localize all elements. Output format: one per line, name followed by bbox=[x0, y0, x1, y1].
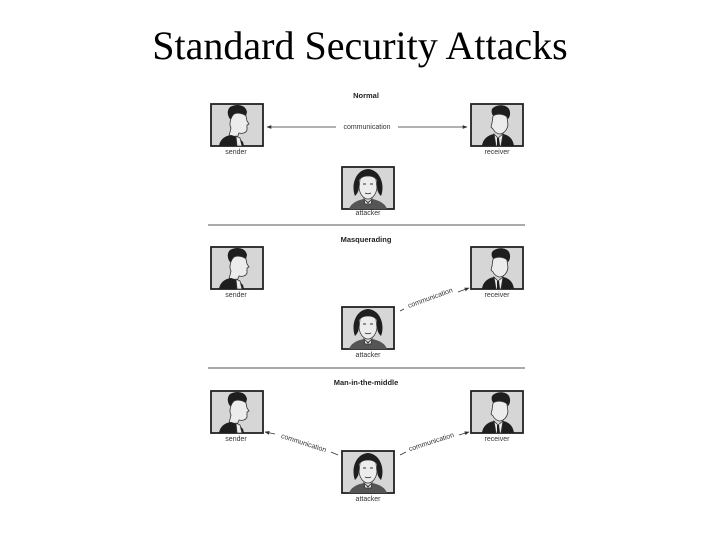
receiver-portrait bbox=[470, 103, 524, 147]
sender-portrait bbox=[210, 103, 264, 147]
attacker-portrait bbox=[341, 450, 395, 494]
section-masquerading: Masquerading sender receiver attacker co… bbox=[210, 235, 524, 359]
communication-tail bbox=[399, 308, 405, 312]
attacker-label: attacker bbox=[356, 352, 382, 359]
communication-arrow-right bbox=[458, 431, 470, 436]
communication-arrow bbox=[457, 287, 470, 293]
attacker-label: attacker bbox=[356, 210, 382, 217]
sender-label: sender bbox=[225, 149, 247, 156]
receiver-label: receiver bbox=[485, 149, 511, 156]
communication-label-left: communication bbox=[280, 433, 327, 454]
sender-label: sender bbox=[225, 436, 247, 443]
attacker-label: attacker bbox=[356, 496, 382, 503]
sender-label: sender bbox=[225, 292, 247, 299]
sender-portrait bbox=[210, 246, 264, 290]
section-heading-normal: Normal bbox=[353, 91, 379, 100]
attacker-portrait bbox=[341, 166, 395, 210]
section-man-in-the-middle: Man-in-the-middle sender receiver attack… bbox=[210, 378, 524, 503]
receiver-portrait bbox=[470, 246, 524, 290]
communication-label: communication bbox=[343, 124, 390, 131]
receiver-label: receiver bbox=[485, 292, 511, 299]
sender-portrait bbox=[210, 390, 264, 434]
receiver-label: receiver bbox=[485, 436, 511, 443]
communication-arrow-left bbox=[264, 430, 276, 435]
section-heading-man-in-the-middle: Man-in-the-middle bbox=[334, 378, 399, 387]
slide-title: Standard Security Attacks bbox=[152, 23, 568, 68]
section-heading-masquerading: Masquerading bbox=[341, 235, 392, 244]
attacker-portrait bbox=[341, 306, 395, 350]
communication-label-right: communication bbox=[408, 432, 455, 453]
section-normal: Normal sender receiver attacker communic… bbox=[210, 91, 524, 217]
communication-label: communication bbox=[407, 287, 454, 310]
receiver-portrait bbox=[470, 390, 524, 434]
communication-tail-left bbox=[330, 451, 339, 456]
communication-tail-right bbox=[399, 451, 407, 456]
